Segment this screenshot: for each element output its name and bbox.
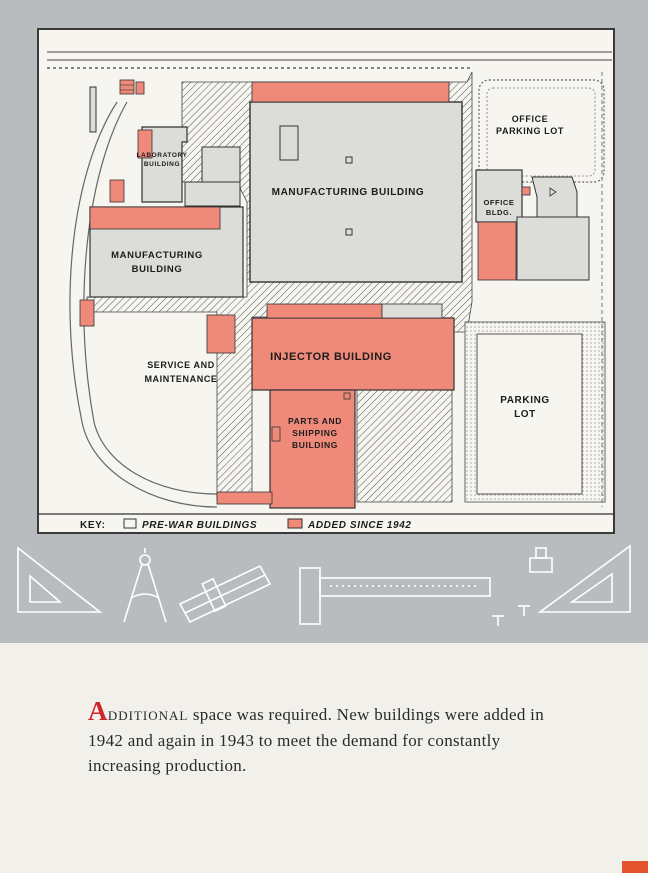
office-parking-label-2: PARKING LOT <box>496 126 564 136</box>
key-added-text: ADDED SINCE 1942 <box>307 520 412 531</box>
key-added-swatch <box>287 518 303 529</box>
parking-label-2: LOT <box>514 409 536 420</box>
compass-icon <box>123 548 167 623</box>
set-square-icon <box>17 546 103 613</box>
office-bldg-label-1: OFFICE <box>483 198 514 207</box>
caption-paragraph: ADDITIONAL space was required. New build… <box>88 698 573 778</box>
laboratory-label-1: LABORATORY <box>136 152 187 159</box>
service-label-2: MAINTENANCE <box>144 374 217 384</box>
ink-bottle-icon <box>529 547 553 573</box>
manufacturing-main-addition <box>251 81 450 103</box>
office-addition <box>477 221 517 281</box>
drafting-tools-illustration <box>17 544 631 626</box>
laboratory-building <box>141 126 188 203</box>
parts-label-3: BUILDING <box>292 440 338 450</box>
t-square-icon <box>299 567 491 625</box>
manufacturing-west-label-1: MANUFACTURING <box>111 250 203 261</box>
caption-smallcaps: DDITIONAL <box>107 708 189 723</box>
service-label-1: SERVICE AND <box>147 360 215 370</box>
injector-label: INJECTOR BUILDING <box>270 351 392 363</box>
site-plan-drawing: OFFICE PARKING LOT LABORATORY BUILDING M… <box>39 51 613 531</box>
parts-label-1: PARTS AND <box>288 416 342 426</box>
parking-label-1: PARKING <box>500 395 550 406</box>
office-parking-area <box>478 79 605 183</box>
caption-dropcap: A <box>88 696 108 726</box>
manufacturing-building-main <box>249 101 463 283</box>
site-plan: OFFICE PARKING LOT LABORATORY BUILDING M… <box>37 28 615 534</box>
railroad-tracks <box>47 51 612 69</box>
manufacturing-west-label-2: BUILDING <box>132 264 183 275</box>
office-bldg-label-2: BLDG. <box>486 208 512 217</box>
thumbtack-icon <box>492 605 530 626</box>
service-road <box>69 101 218 508</box>
key-label: KEY: <box>80 520 106 531</box>
parts-shipping-building <box>269 389 356 509</box>
triangle-icon <box>537 544 631 613</box>
lower-text-panel <box>0 643 648 873</box>
manufacturing-west-addition <box>89 206 221 230</box>
manufacturing-main-label: MANUFACTURING BUILDING <box>272 187 425 198</box>
rolling-ruler-icon <box>178 564 272 624</box>
caption-text: space was required. New buildings were a… <box>88 705 544 775</box>
red-page-edge <box>622 861 648 873</box>
parts-label-2: SHIPPING <box>292 428 337 438</box>
key-prewar-swatch <box>123 518 137 529</box>
laboratory-label-2: BUILDING <box>144 161 180 168</box>
key-prewar-text: PRE-WAR BUILDINGS <box>142 520 257 531</box>
office-parking-label-1: OFFICE <box>512 114 549 124</box>
added-annex <box>119 79 135 95</box>
service-maintenance-addition <box>206 314 236 354</box>
